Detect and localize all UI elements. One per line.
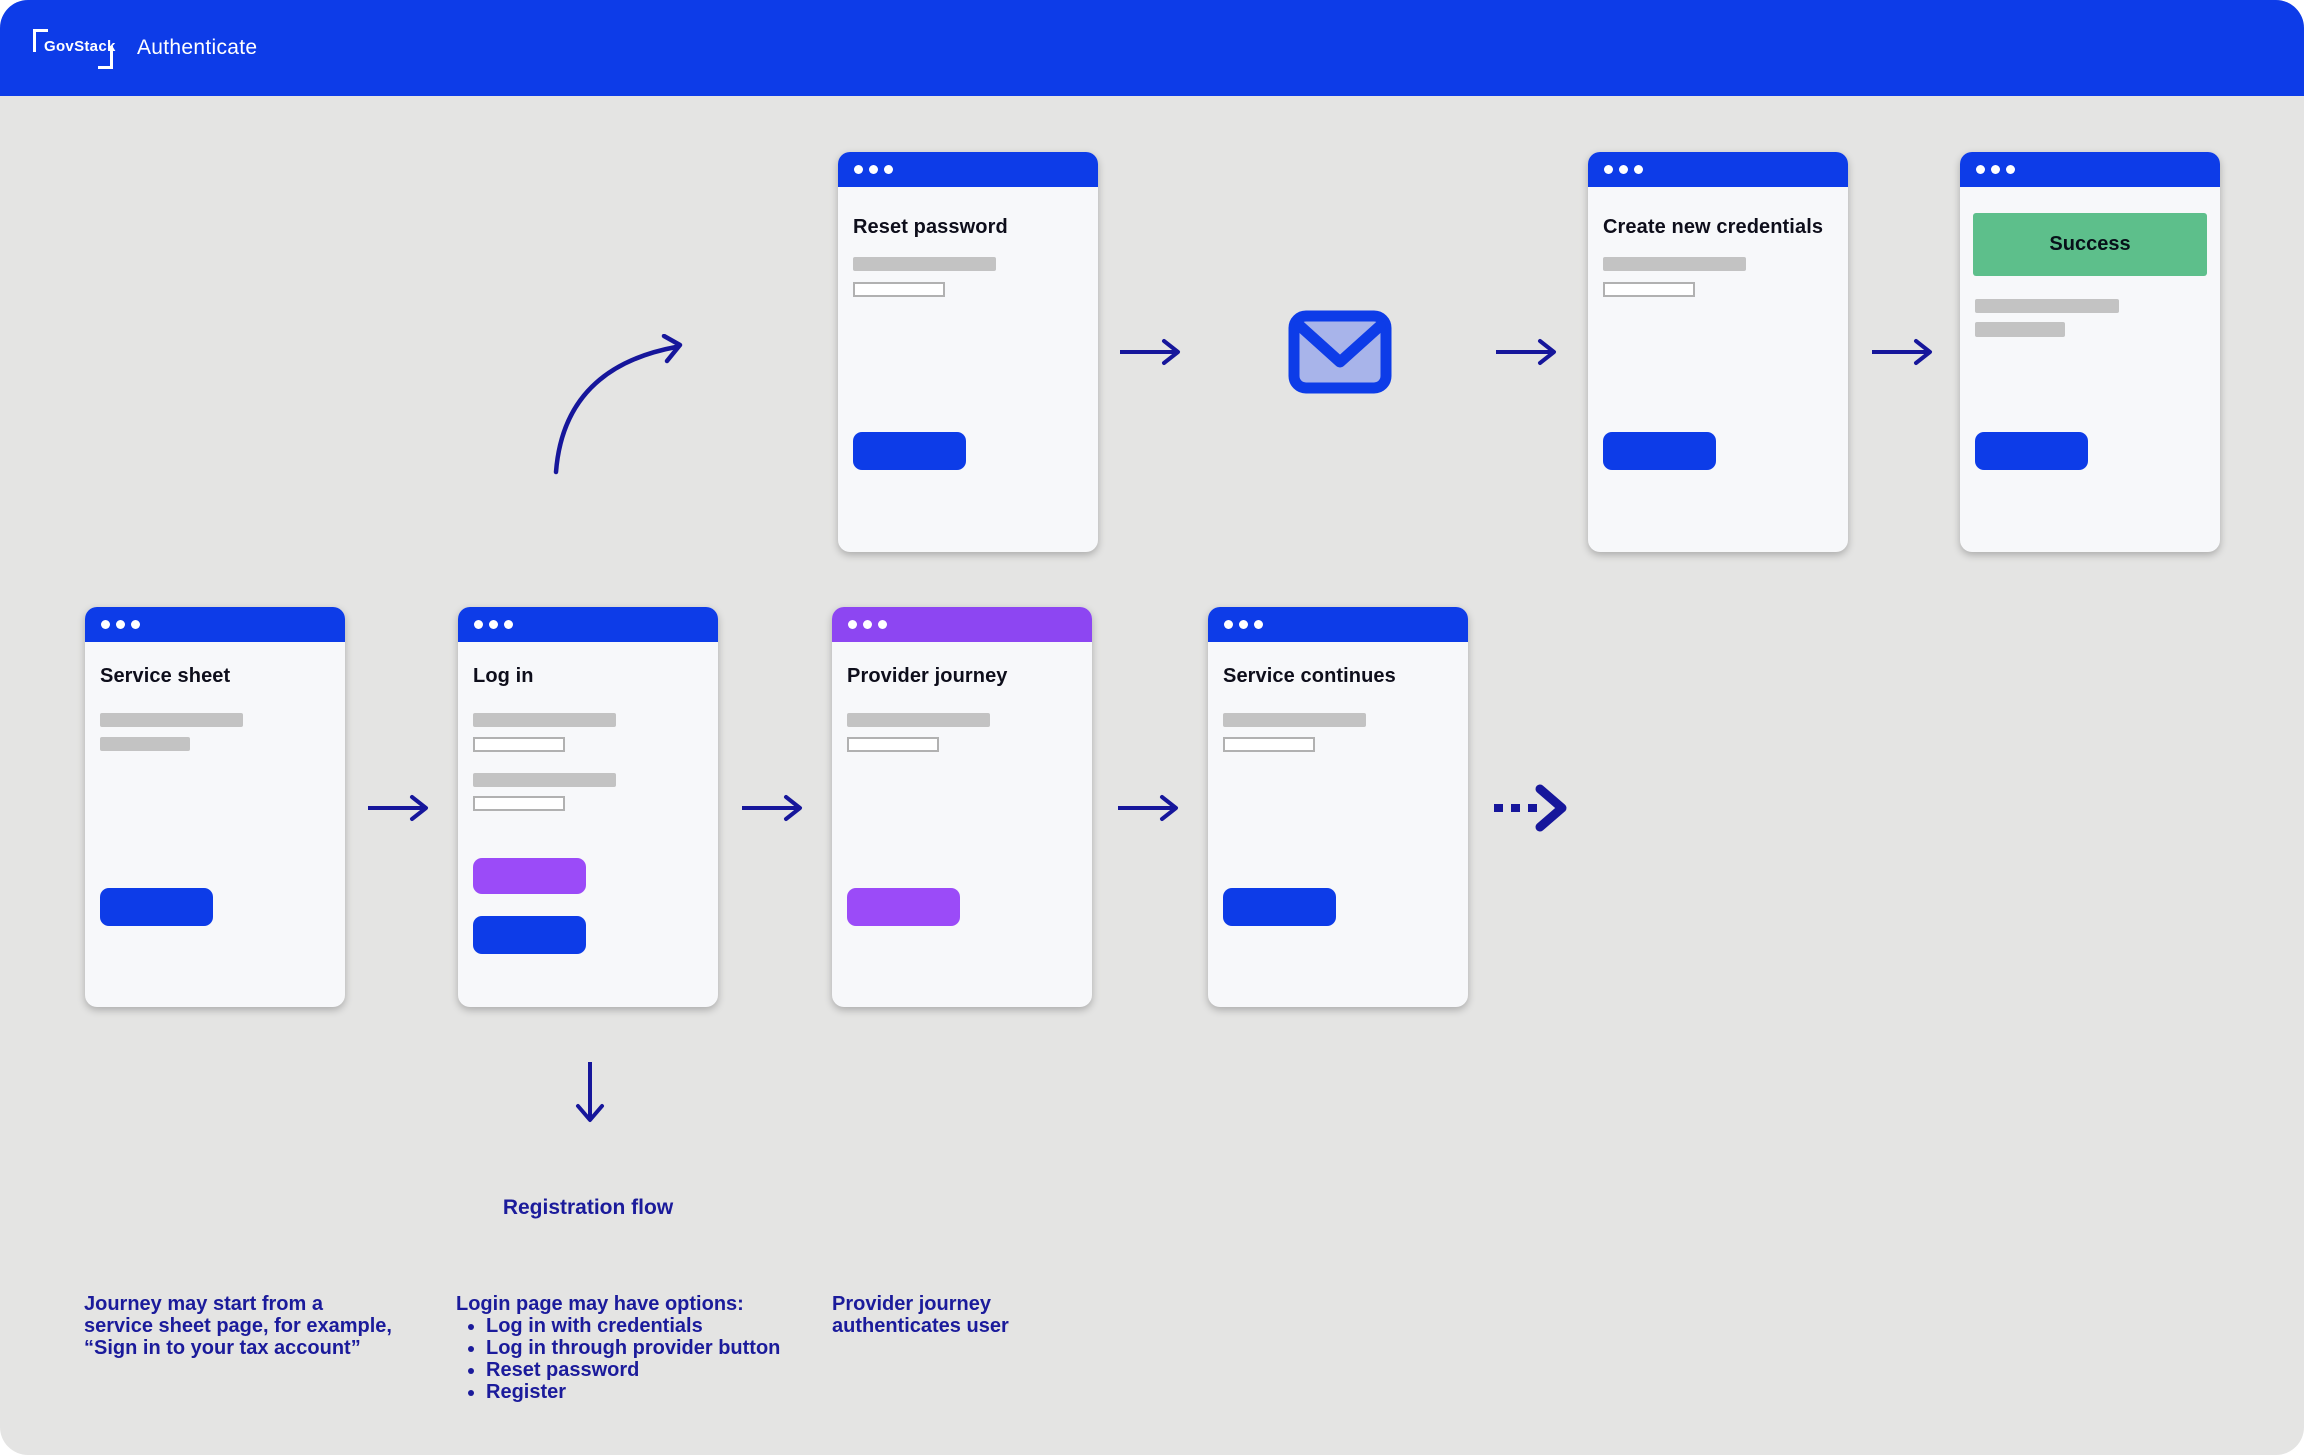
mock-input-field	[1603, 282, 1695, 297]
note-line: Journey may start from a	[84, 1293, 323, 1315]
window-dot	[101, 620, 110, 629]
browser-card-reset-password: Reset password	[838, 152, 1098, 552]
mock-input-field	[1223, 737, 1315, 752]
note-line: service sheet page, for example,	[84, 1315, 392, 1337]
browser-card-create-credentials: Create new credentials	[1588, 152, 1848, 552]
flow-arrow-right	[1116, 792, 1184, 824]
window-dot	[489, 620, 498, 629]
list-item: Register	[486, 1381, 780, 1403]
card-title: Service sheet	[100, 665, 231, 687]
note-line: “Sign in to your tax account”	[84, 1337, 361, 1359]
logo-wordmark: GovStack	[44, 38, 116, 55]
window-dot	[1976, 165, 1985, 174]
window-dot	[848, 620, 857, 629]
login-options-list: Log in with credentials Log in through p…	[456, 1315, 780, 1403]
placeholder-text-bar	[100, 713, 243, 727]
page-title: Authenticate	[137, 36, 258, 59]
note-line: Provider journey	[832, 1293, 991, 1315]
success-banner: Success	[1973, 213, 2207, 276]
window-dot	[2006, 165, 2015, 174]
window-dot	[863, 620, 872, 629]
window-dot	[869, 165, 878, 174]
window-dot	[474, 620, 483, 629]
note-heading: Login page may have options:	[456, 1293, 744, 1315]
mock-provider-button	[847, 888, 960, 926]
window-titlebar	[832, 607, 1092, 642]
mock-primary-button	[100, 888, 213, 926]
window-titlebar	[1208, 607, 1468, 642]
flow-arrow-right	[740, 792, 808, 824]
window-titlebar	[85, 607, 345, 642]
flow-arrow-right	[1870, 336, 1938, 368]
list-item: Log in through provider button	[486, 1337, 780, 1359]
dashed-arrow-right	[1490, 782, 1572, 834]
window-dot	[131, 620, 140, 629]
govstack-logo: GovStack	[33, 27, 116, 69]
placeholder-text-bar	[1603, 257, 1746, 271]
card-title: Reset password	[853, 216, 1008, 238]
window-titlebar	[838, 152, 1098, 187]
email-envelope-icon	[1288, 310, 1392, 394]
app-header: GovStack Authenticate	[0, 0, 2304, 96]
mock-primary-button	[853, 432, 966, 470]
list-item: Log in with credentials	[486, 1315, 780, 1337]
window-dot	[1254, 620, 1263, 629]
window-dot	[878, 620, 887, 629]
window-titlebar	[1588, 152, 1848, 187]
window-dot	[504, 620, 513, 629]
card-title: Service continues	[1223, 665, 1396, 687]
registration-flow-label: Registration flow	[502, 1196, 674, 1219]
browser-card-log-in: Log in	[458, 607, 718, 1007]
browser-card-success: Success	[1960, 152, 2220, 552]
mock-input-field	[473, 737, 565, 752]
card-title: Provider journey	[847, 665, 1008, 687]
placeholder-text-bar	[473, 713, 616, 727]
arrow-down	[572, 1060, 608, 1128]
mock-input-field	[847, 737, 939, 752]
window-dot	[1604, 165, 1613, 174]
window-dot	[854, 165, 863, 174]
login-options-note: Login page may have options: Log in with…	[456, 1293, 780, 1403]
mock-primary-button	[1975, 432, 2088, 470]
window-titlebar	[1960, 152, 2220, 187]
list-item: Reset password	[486, 1359, 780, 1381]
placeholder-text-bar	[1975, 322, 2065, 337]
placeholder-text-bar	[1223, 713, 1366, 727]
mock-primary-button	[473, 916, 586, 954]
window-titlebar	[458, 607, 718, 642]
mock-input-field	[853, 282, 945, 297]
logo-bracket-top-left	[33, 29, 48, 52]
browser-card-provider-journey: Provider journey	[832, 607, 1092, 1007]
flow-arrow-right	[1494, 336, 1562, 368]
journey-start-note: Journey may start from a service sheet p…	[84, 1293, 392, 1359]
window-dot	[1619, 165, 1628, 174]
flow-arrow-right	[1118, 336, 1186, 368]
placeholder-text-bar	[1975, 299, 2119, 313]
flow-arrow-right	[366, 792, 434, 824]
mock-primary-button	[1223, 888, 1336, 926]
logo-bracket-bottom-right	[98, 46, 113, 69]
window-dot	[116, 620, 125, 629]
placeholder-text-bar	[473, 773, 616, 787]
window-dot	[884, 165, 893, 174]
window-dot	[1991, 165, 2000, 174]
note-line: authenticates user	[832, 1315, 1009, 1337]
window-dot	[1239, 620, 1248, 629]
curved-arrow	[546, 334, 696, 480]
mock-input-field	[473, 796, 565, 811]
mock-primary-button	[1603, 432, 1716, 470]
window-dot	[1634, 165, 1643, 174]
browser-card-service-sheet: Service sheet	[85, 607, 345, 1007]
card-title: Log in	[473, 665, 534, 687]
window-dot	[1224, 620, 1233, 629]
placeholder-text-bar	[853, 257, 996, 271]
card-title: Create new credentials	[1603, 216, 1824, 238]
mock-provider-login-button	[473, 858, 586, 894]
placeholder-text-bar	[847, 713, 990, 727]
browser-card-service-continues: Service continues	[1208, 607, 1468, 1007]
placeholder-text-bar	[100, 737, 190, 751]
provider-auth-note: Provider journey authenticates user	[832, 1293, 1009, 1337]
